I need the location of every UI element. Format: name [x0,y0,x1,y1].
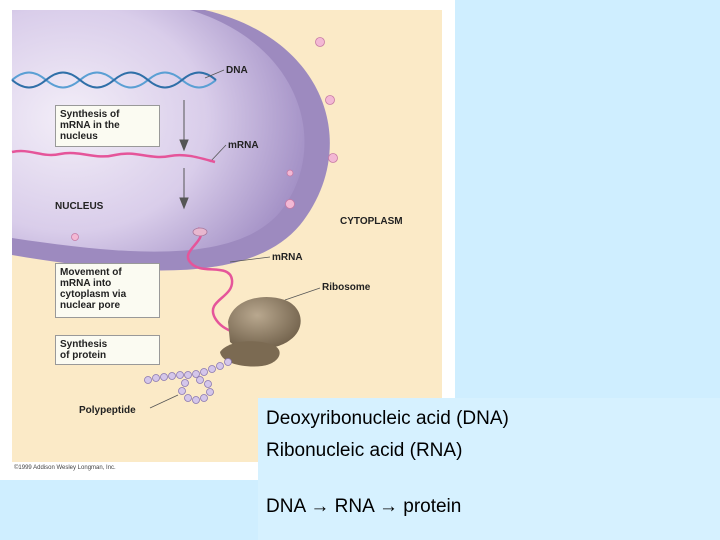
ribosome-label: Ribosome [322,282,371,293]
cytoplasm-label: CYTOPLASM [340,216,403,227]
synthesis-mrna-line-3: nucleus [60,131,98,142]
mrna-cytoplasm-label: mRNA [272,252,303,263]
copyright-notice: ©1999 Addison Wesley Longman, Inc. [14,465,116,471]
ribosome-small-subunit [220,341,280,367]
nuclear-pore-exit [192,227,208,237]
synthesis-mrna-line-1: Synthesis of [60,109,120,120]
synthesis-protein-line-1: Synthesis [60,339,108,350]
movement-line-1: Movement of [60,267,122,278]
dna-label: DNA [226,65,248,76]
mrna-strand-nucleus [11,149,216,164]
synthesis-mrna-box: Synthesis of mRNA in the nucleus [55,105,160,147]
synthesis-mrna-line-2: mRNA in the [60,120,120,131]
mrna-strand-cytoplasm [186,227,244,349]
synthesis-protein-line-2: of protein [60,350,107,361]
movement-line-2: mRNA into [60,278,112,289]
movement-line-4: nuclear pore [60,300,121,311]
dna-strand-b [11,71,217,89]
mrna-nucleus-label: mRNA [228,140,259,151]
nucleus-label: NUCLEUS [55,201,104,212]
rna-definition: Ribonucleic acid (RNA) [266,440,463,461]
definition-panel: Deoxyribonucleic acid (DNA) Ribonucleic … [258,398,720,540]
process-arrows [179,100,189,210]
gene-expression-figure: DNA mRNA NUCLEUS CYTOPLASM mRNA Ribosome… [0,0,455,480]
dna-definition: Deoxyribonucleic acid (DNA) [266,408,509,429]
polypeptide-chain [144,358,232,404]
nuclear-pores [71,37,338,241]
movement-line-3: cytoplasm via [60,289,127,300]
leader-lines [149,69,321,409]
synthesis-protein-box: Synthesis of protein [55,335,160,365]
movement-box: Movement of mRNA into cytoplasm via nucl… [55,263,160,318]
polypeptide-label: Polypeptide [79,405,136,416]
central-dogma-flow: DNA → RNA → protein [266,496,462,517]
figure-illustration [11,10,442,462]
ribosome-large-subunit [228,296,301,350]
